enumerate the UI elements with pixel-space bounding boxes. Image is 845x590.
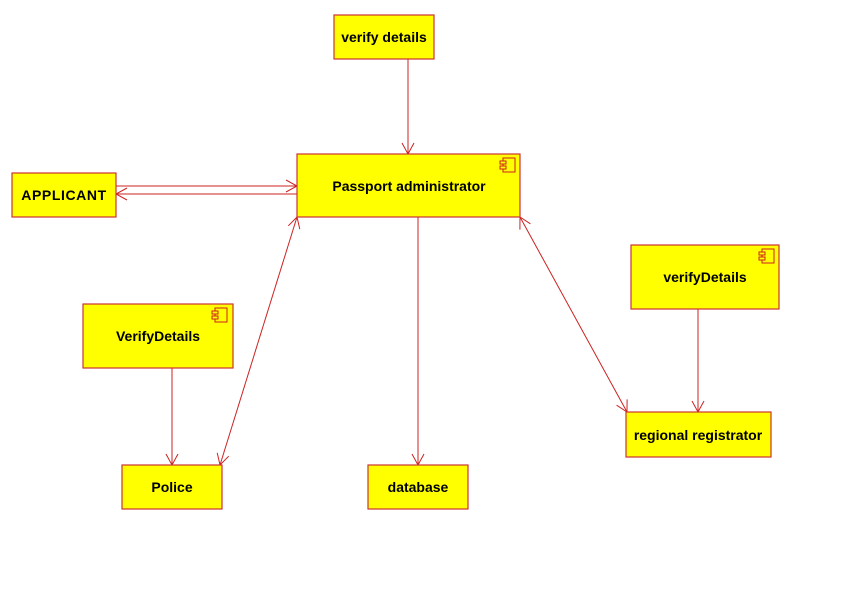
node-passport-administrator[interactable]: Passport administrator: [296, 153, 521, 218]
node-label: database: [388, 479, 449, 495]
node-label: VerifyDetails: [116, 328, 200, 344]
edge-applicant-to-passport-admin: [116, 179, 299, 193]
node-label: Police: [151, 479, 192, 495]
component-icon: [758, 248, 775, 264]
edge-passport-admin-regional-registrator: [519, 216, 628, 413]
node-verifydetails-left[interactable]: VerifyDetails: [82, 303, 234, 369]
node-label: APPLICANT: [21, 187, 107, 203]
nodes-layer: verify details Passport administrator AP…: [11, 14, 780, 510]
edge-passport-admin-to-applicant: [114, 187, 297, 201]
node-police[interactable]: Police: [121, 464, 223, 510]
node-label: verify details: [341, 29, 427, 45]
node-label: regional registrator: [634, 427, 763, 443]
node-label: verifyDetails: [663, 269, 746, 285]
edge-verifydetails-left-to-police: [165, 368, 179, 467]
node-database[interactable]: database: [367, 464, 469, 510]
component-icon: [499, 157, 516, 173]
edge-verify-details-to-passport-admin: [401, 59, 415, 156]
node-verify-details-top[interactable]: verify details: [333, 14, 435, 60]
edge-verifydetails-right-to-regional-registrator: [691, 309, 705, 414]
edge-passport-admin-to-database: [411, 217, 425, 467]
node-verifydetails-right[interactable]: verifyDetails: [630, 244, 780, 310]
edges-layer: [114, 59, 705, 467]
node-regional-registrator[interactable]: regional registrator: [625, 411, 772, 458]
component-icon: [211, 307, 228, 323]
node-label: Passport administrator: [332, 178, 486, 194]
node-applicant[interactable]: APPLICANT: [11, 172, 117, 218]
